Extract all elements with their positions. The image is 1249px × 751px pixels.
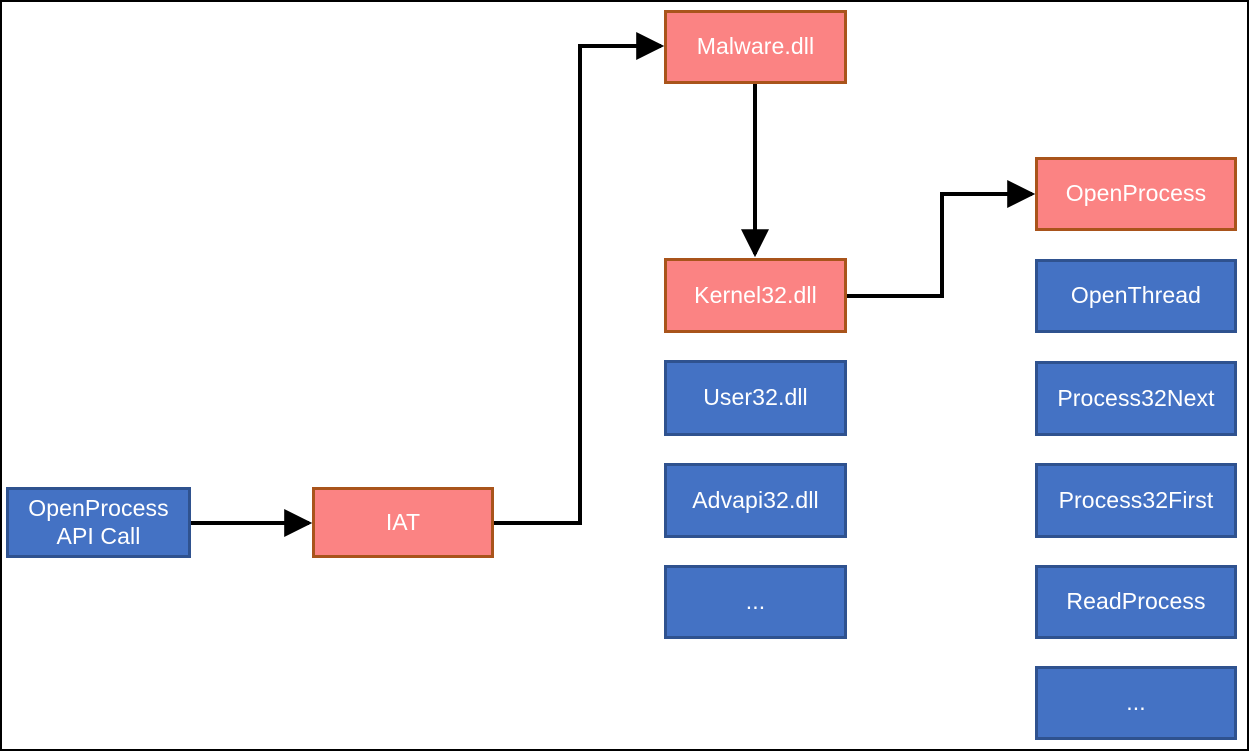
node-label-iat: IAT [385,508,421,535]
node-label-open_thread: OpenThread [1070,282,1202,309]
node-malware_dll[interactable]: Malware.dll [664,10,847,84]
node-process32first[interactable]: Process32First [1035,463,1237,538]
node-process32next[interactable]: Process32Next [1035,361,1237,436]
node-label-process32next: Process32Next [1057,384,1215,411]
node-open_thread[interactable]: OpenThread [1035,259,1237,333]
node-label-process32first: Process32First [1058,486,1214,513]
node-label-api_more: ... [1126,689,1146,716]
node-user32_dll[interactable]: User32.dll [664,360,847,436]
node-open_process[interactable]: OpenProcess [1035,157,1237,231]
node-label-dll_more: ... [745,588,766,615]
node-label-malware_dll: Malware.dll [696,33,815,60]
node-label-api_call: OpenProcess API Call [28,495,169,549]
node-kernel32_dll[interactable]: Kernel32.dll [664,258,847,333]
node-label-read_process: ReadProcess [1066,588,1206,615]
node-label-kernel32_dll: Kernel32.dll [694,281,817,308]
edge-kernel32_to_open_process [847,180,1036,298]
node-label-open_process: OpenProcess [1065,180,1207,207]
node-advapi32_dll[interactable]: Advapi32.dll [664,463,847,538]
node-label-user32_dll: User32.dll [703,384,808,411]
node-iat[interactable]: IAT [312,487,494,558]
node-read_process[interactable]: ReadProcess [1035,565,1237,639]
node-api_call[interactable]: OpenProcess API Call [6,487,191,558]
connector-group [191,32,1036,537]
node-api_more[interactable]: ... [1035,666,1237,740]
node-dll_more[interactable]: ... [664,565,847,639]
node-label-advapi32_dll: Advapi32.dll [692,486,819,513]
edge-iat_to_malware [494,32,665,525]
